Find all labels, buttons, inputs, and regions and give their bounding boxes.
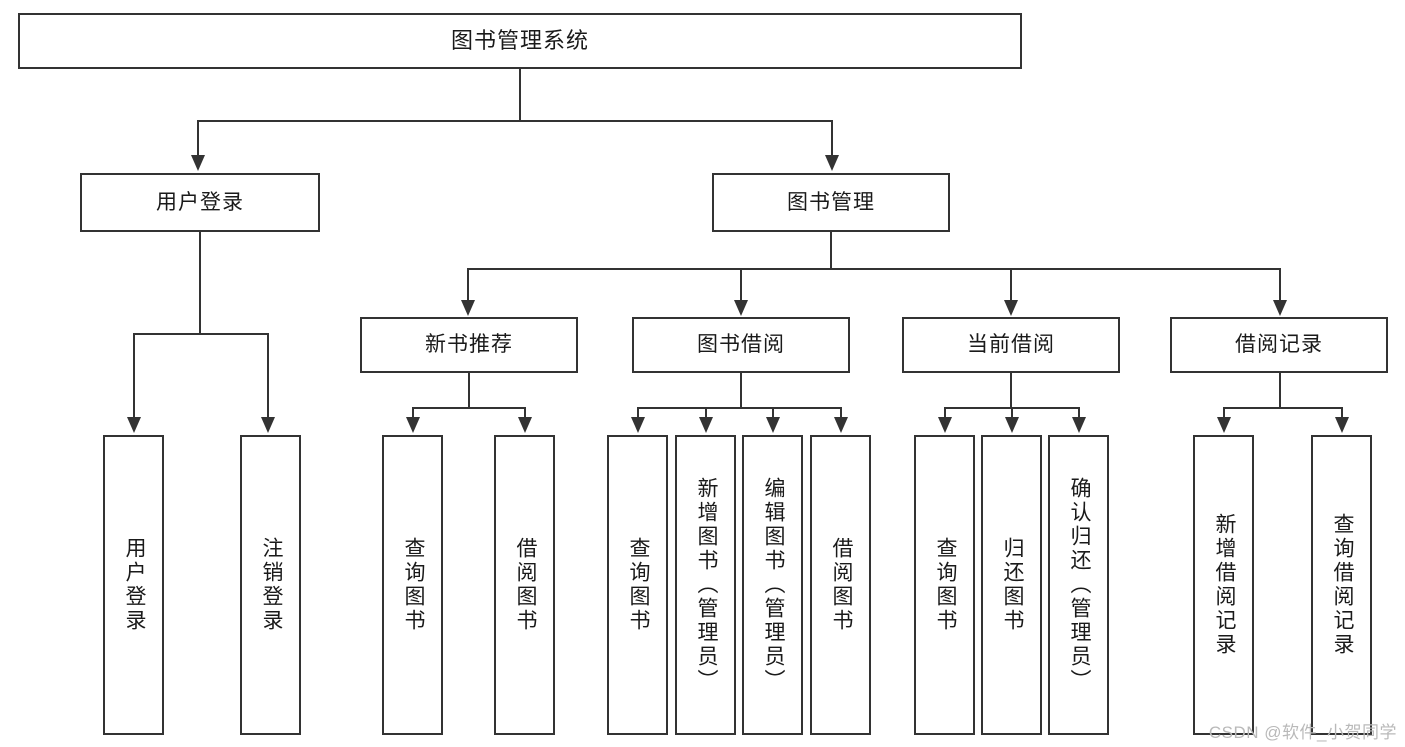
arrowhead-leaf-borrow-record-1: [1217, 417, 1231, 433]
connector-current-borrow-leaf-3: [1078, 407, 1080, 421]
leaf-book-borrow-edit-book-admin[interactable]: 编辑图书（管理员）: [742, 435, 803, 735]
connector-user-login-stem: [199, 232, 201, 334]
arrowhead-leaf-user-login-2: [261, 417, 275, 433]
arrowhead-new-book-recommend: [461, 300, 475, 316]
leaf-book-borrow-add-book-admin[interactable]: 新增图书（管理员）: [675, 435, 736, 735]
connector-book-borrow-leaf-2: [705, 407, 707, 421]
arrowhead-leaf-book-borrow-1: [631, 417, 645, 433]
connector-book-borrow-bar: [637, 407, 841, 409]
arrowhead-book-manage: [825, 155, 839, 171]
connector-user-login-leaf-1: [133, 333, 135, 421]
node-label: 注销登录: [259, 537, 283, 633]
node-label: 图书借阅: [697, 333, 785, 357]
connector-new-book-stem: [468, 373, 470, 408]
leaf-borrow-record-query-record[interactable]: 查询借阅记录: [1311, 435, 1372, 735]
connector-new-book-leaf-2: [524, 407, 526, 421]
arrowhead-current-borrow: [1004, 300, 1018, 316]
node-label: 用户登录: [122, 537, 146, 633]
connector-book-manage-to-new-book: [467, 268, 469, 304]
arrowhead-book-borrow: [734, 300, 748, 316]
node-label: 查询图书: [626, 537, 650, 633]
node-label: 新增借阅记录: [1212, 513, 1236, 657]
node-borrow-record[interactable]: 借阅记录: [1170, 317, 1388, 373]
arrowhead-leaf-book-borrow-4: [834, 417, 848, 433]
node-new-book-recommend[interactable]: 新书推荐: [360, 317, 578, 373]
leaf-user-login-login[interactable]: 用户登录: [103, 435, 164, 735]
connector-book-borrow-leaf-3: [772, 407, 774, 421]
node-label: 图书管理系统: [450, 27, 589, 53]
node-label: 新书推荐: [425, 333, 513, 357]
connector-current-borrow-leaf-1: [944, 407, 946, 421]
connector-book-borrow-leaf-1: [637, 407, 639, 421]
node-label: 归还图书: [1000, 537, 1024, 633]
arrowhead-user-login: [191, 155, 205, 171]
node-label: 编辑图书（管理员）: [761, 477, 785, 693]
node-label: 用户登录: [156, 190, 244, 214]
connector-new-book-leaf-1: [412, 407, 414, 421]
leaf-current-borrow-query-book[interactable]: 查询图书: [914, 435, 975, 735]
leaf-new-book-borrow-book[interactable]: 借阅图书: [494, 435, 555, 735]
node-label: 借阅图书: [513, 537, 537, 633]
connector-root-to-user-login: [197, 120, 199, 160]
connector-borrow-record-stem: [1279, 373, 1281, 408]
arrowhead-leaf-borrow-record-2: [1335, 417, 1349, 433]
node-label: 查询借阅记录: [1330, 513, 1354, 657]
node-book-management[interactable]: 图书管理: [712, 173, 950, 232]
node-label: 确认归还（管理员）: [1067, 477, 1091, 693]
node-book-borrow[interactable]: 图书借阅: [632, 317, 850, 373]
arrowhead-leaf-new-book-1: [406, 417, 420, 433]
leaf-book-borrow-borrow-book[interactable]: 借阅图书: [810, 435, 871, 735]
node-label: 新增图书（管理员）: [694, 477, 718, 693]
node-label: 查询图书: [933, 537, 957, 633]
arrowhead-leaf-current-borrow-1: [938, 417, 952, 433]
node-label: 借阅图书: [829, 537, 853, 633]
arrowhead-leaf-user-login-1: [127, 417, 141, 433]
leaf-user-login-logout[interactable]: 注销登录: [240, 435, 301, 735]
node-label: 图书管理: [787, 190, 875, 214]
arrowhead-leaf-book-borrow-2: [699, 417, 713, 433]
connector-new-book-bar: [412, 407, 524, 409]
arrowhead-leaf-current-borrow-2: [1005, 417, 1019, 433]
connector-root-stem: [519, 69, 521, 121]
leaf-new-book-query-book[interactable]: 查询图书: [382, 435, 443, 735]
arrowhead-borrow-record: [1273, 300, 1287, 316]
node-label: 查询图书: [401, 537, 425, 633]
connector-book-manage-bar: [467, 268, 1280, 270]
leaf-borrow-record-add-record[interactable]: 新增借阅记录: [1193, 435, 1254, 735]
arrowhead-leaf-new-book-2: [518, 417, 532, 433]
connector-user-login-bar: [133, 333, 267, 335]
connector-root-bar: [197, 120, 833, 122]
connector-book-manage-to-current-borrow: [1010, 268, 1012, 304]
arrowhead-leaf-current-borrow-3: [1072, 417, 1086, 433]
connector-current-borrow-stem: [1010, 373, 1012, 408]
connector-borrow-record-bar: [1223, 407, 1341, 409]
csdn-watermark: CSDN @软件_小贺同学: [1208, 723, 1397, 742]
connector-book-manage-to-borrow-record: [1279, 268, 1281, 304]
node-root-book-management-system[interactable]: 图书管理系统: [18, 13, 1022, 69]
connector-book-borrow-stem: [740, 373, 742, 408]
node-label: 当前借阅: [967, 333, 1055, 357]
connector-root-to-book-manage: [831, 120, 833, 160]
connector-borrow-record-leaf-1: [1223, 407, 1225, 421]
leaf-book-borrow-query-book[interactable]: 查询图书: [607, 435, 668, 735]
connector-book-manage-stem: [830, 232, 832, 269]
node-label: 借阅记录: [1235, 333, 1323, 357]
arrowhead-leaf-book-borrow-3: [766, 417, 780, 433]
connector-book-borrow-leaf-4: [840, 407, 842, 421]
connector-current-borrow-leaf-2: [1011, 407, 1013, 421]
connector-book-manage-to-book-borrow: [740, 268, 742, 304]
leaf-current-borrow-confirm-return-admin[interactable]: 确认归还（管理员）: [1048, 435, 1109, 735]
node-user-login[interactable]: 用户登录: [80, 173, 320, 232]
node-current-borrow[interactable]: 当前借阅: [902, 317, 1120, 373]
leaf-current-borrow-return-book[interactable]: 归还图书: [981, 435, 1042, 735]
connector-borrow-record-leaf-2: [1341, 407, 1343, 421]
connector-user-login-leaf-2: [267, 333, 269, 421]
